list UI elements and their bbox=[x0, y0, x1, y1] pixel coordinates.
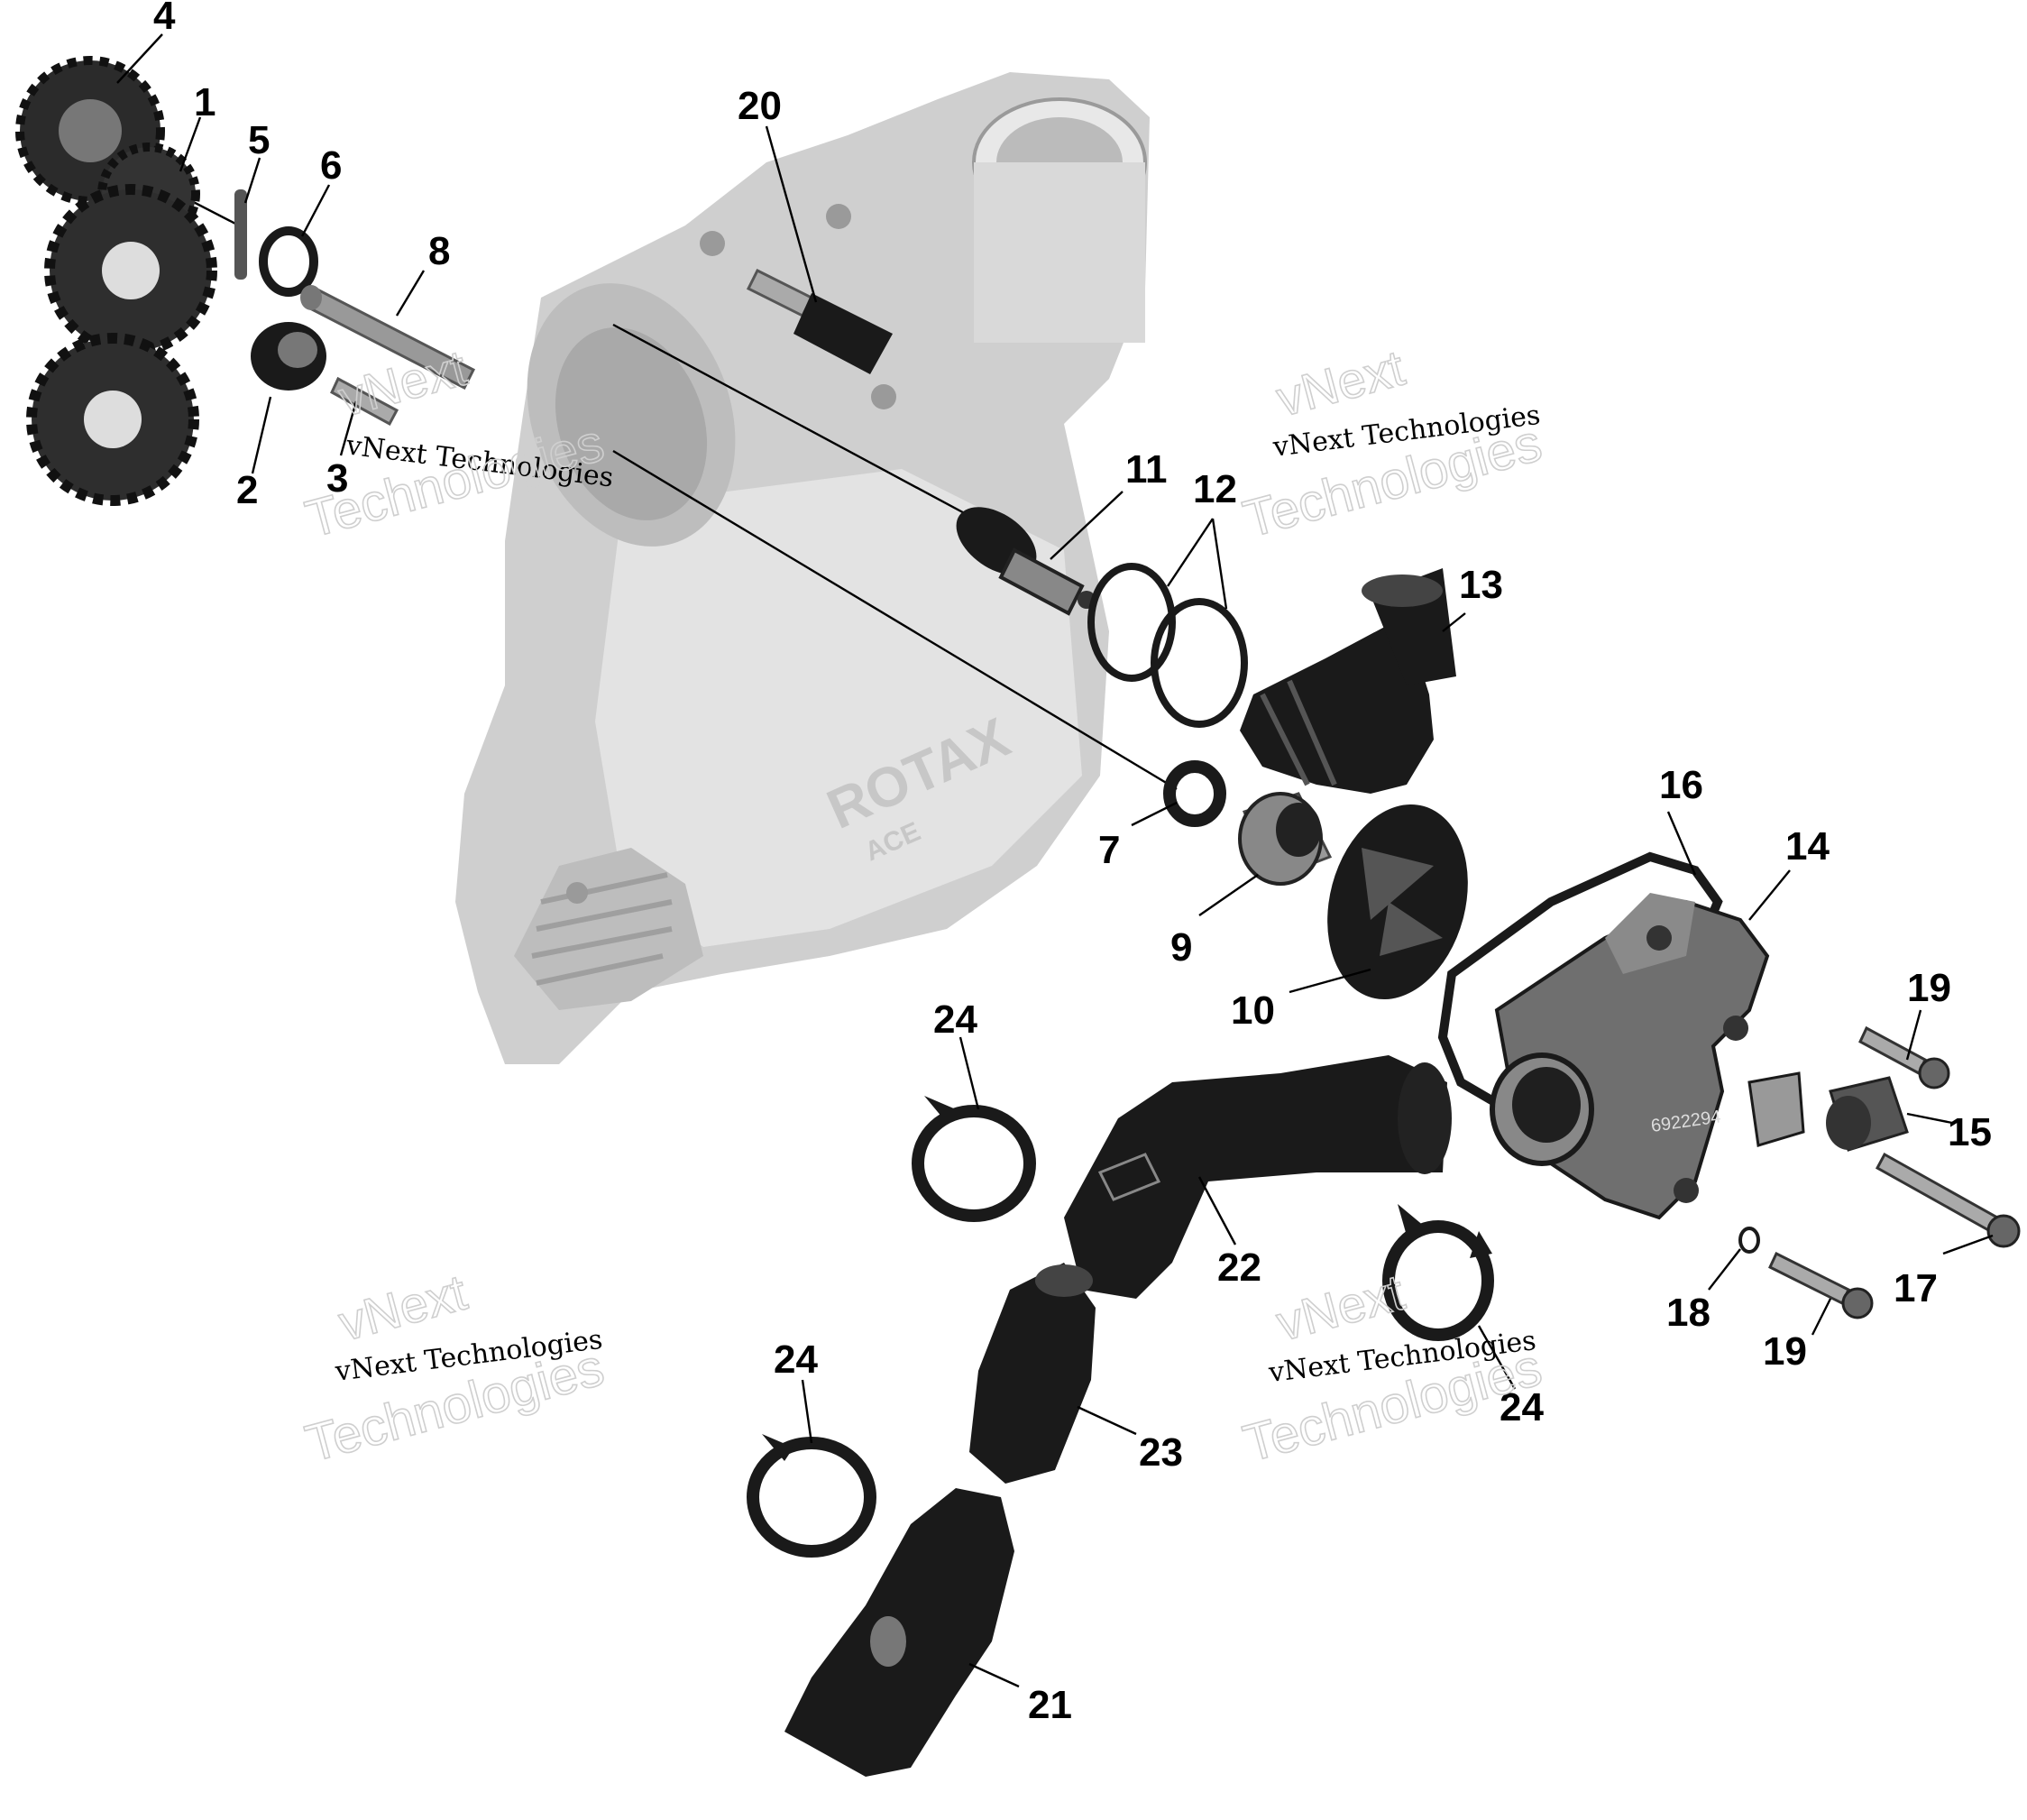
callout-21: 21 bbox=[1028, 1683, 1072, 1727]
hose-clamp-b bbox=[747, 1434, 876, 1558]
water-pump-housing: 6922294 bbox=[1490, 893, 1805, 1220]
pump-bolt-upper bbox=[1858, 1025, 1950, 1089]
shaft-bolt bbox=[330, 376, 399, 427]
leader-lines bbox=[116, 33, 1994, 1688]
callout-8: 8 bbox=[428, 229, 450, 273]
callout-17: 17 bbox=[1894, 1266, 1938, 1310]
callout-9: 9 bbox=[1170, 925, 1192, 970]
callout-10: 10 bbox=[1231, 988, 1275, 1033]
callout-19-upper: 19 bbox=[1907, 966, 1951, 1010]
callout-16: 16 bbox=[1659, 763, 1703, 807]
callout-7: 7 bbox=[1098, 828, 1120, 872]
callout-12: 12 bbox=[1193, 467, 1237, 511]
impeller bbox=[1327, 804, 1468, 1000]
hose-connector bbox=[969, 1263, 1096, 1484]
mechanical-seal bbox=[1163, 760, 1226, 827]
callout-22: 22 bbox=[1217, 1246, 1261, 1290]
callout-3: 3 bbox=[326, 456, 348, 501]
callout-24-c: 24 bbox=[1500, 1385, 1544, 1429]
callout-18: 18 bbox=[1666, 1291, 1711, 1335]
seal-bearing bbox=[1238, 792, 1333, 886]
o-ring-large bbox=[1151, 598, 1248, 728]
callout-4: 4 bbox=[153, 0, 176, 38]
callout-23: 23 bbox=[1139, 1430, 1183, 1475]
watermark-brand: vNext bbox=[1270, 1264, 1410, 1352]
spacer-bushing bbox=[1826, 1076, 1909, 1152]
watermark-top-right: vNext vNext Technologies Technologies bbox=[1237, 338, 1548, 550]
pump-bolt-lower bbox=[1768, 1251, 1874, 1319]
gear-stack bbox=[15, 56, 217, 506]
temperature-sensor bbox=[746, 268, 893, 374]
hose-lower bbox=[784, 1488, 1014, 1777]
callout-24-b: 24 bbox=[774, 1337, 818, 1382]
watermark-brand: vNext bbox=[333, 1264, 472, 1352]
pump-shaft bbox=[300, 285, 476, 391]
callout-5: 5 bbox=[248, 118, 270, 162]
o-ring-small bbox=[1087, 563, 1176, 682]
pump-bolt-long bbox=[1875, 1152, 2021, 1248]
watermark-bottom-left: vNext vNext Technologies Technologies bbox=[299, 1263, 610, 1475]
coolant-elbow bbox=[1240, 568, 1456, 794]
thrust-washer bbox=[259, 226, 318, 297]
callout-14: 14 bbox=[1785, 824, 1830, 869]
callout-6: 6 bbox=[320, 143, 342, 188]
callout-24-a: 24 bbox=[933, 997, 977, 1042]
callout-2: 2 bbox=[236, 468, 258, 512]
hose-clamp-c bbox=[1382, 1204, 1494, 1341]
small-o-ring bbox=[1738, 1227, 1760, 1254]
watermark-brand: vNext bbox=[1270, 339, 1410, 427]
dowel-pin bbox=[234, 189, 247, 280]
callout-13: 13 bbox=[1459, 563, 1503, 607]
callout-1: 1 bbox=[194, 80, 216, 124]
hose-upper bbox=[1064, 1055, 1452, 1299]
bushing bbox=[251, 322, 326, 391]
callout-15: 15 bbox=[1948, 1110, 1992, 1154]
callout-20: 20 bbox=[738, 84, 782, 128]
leader-thermostat bbox=[612, 323, 984, 525]
callout-19-lower: 19 bbox=[1763, 1329, 1807, 1374]
thermostat bbox=[956, 507, 1096, 616]
leader-seal bbox=[612, 449, 1178, 791]
callout-11: 11 bbox=[1125, 447, 1168, 492]
hose-clamp-a bbox=[912, 1096, 1036, 1222]
callout-labels: 4 1 5 6 8 2 3 20 11 12 13 7 9 10 16 14 1… bbox=[153, 0, 1992, 1727]
engine-crankcase-cover: ROTAX ACE bbox=[455, 72, 1150, 1064]
